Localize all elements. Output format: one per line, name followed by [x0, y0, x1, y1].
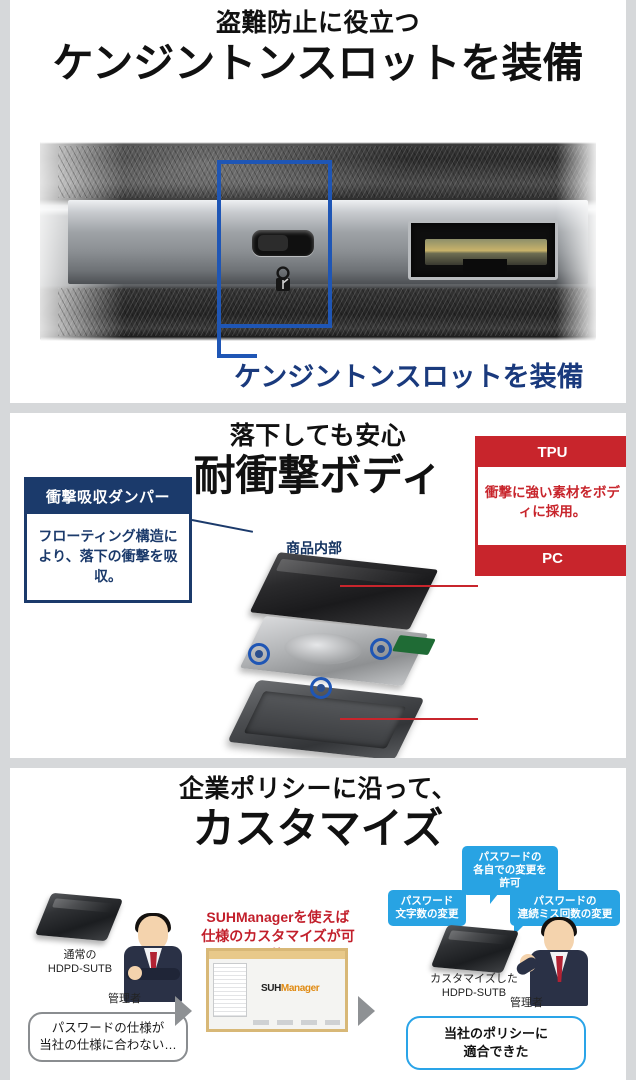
- section-customize: 企業ポリシーに沿って、 カスタマイズ 通常の HDPD-SUTB 管理者 パスワ…: [10, 768, 626, 1080]
- hdd-customized-image: [430, 924, 520, 974]
- tag-password-length: パスワード 文字数の変更: [388, 890, 466, 935]
- person-tie: [556, 956, 563, 982]
- tag-tail-right: [514, 925, 524, 935]
- admin-person-worried: [122, 913, 184, 1002]
- hdd-customized-caption-line1: カスタマイズした: [430, 973, 518, 985]
- flow-arrow-1: [175, 996, 192, 1026]
- red-connector-line-pc: [340, 718, 478, 720]
- kensington-lock-icon: [272, 266, 294, 294]
- suhmanager-headline-line1: SUHManagerを使えば: [206, 909, 350, 925]
- material-callout-footer-pc: PC: [478, 545, 626, 573]
- material-callout-body: 衝撃に強い素材をボディに採用。: [485, 485, 620, 519]
- usb-port-notch: [463, 259, 507, 275]
- admin-label-right: 管理者: [510, 997, 543, 1009]
- blue-connector-line: [191, 519, 254, 533]
- screenshot-statusbar: [253, 1020, 340, 1025]
- device-side-photo: [40, 138, 596, 343]
- app-logo-suffix: Manager: [280, 983, 320, 994]
- section-shockproof: 落下しても安心 耐衝撃ボディ 商品内部 衝撃吸収ダンパー フローティング構造によ…: [10, 413, 626, 758]
- tag-allow-user-change: パスワードの 各自での変更を許可: [462, 846, 558, 904]
- hdd-standard-caption: 通常の HDPD-SUTB: [30, 948, 130, 976]
- admin-label-left: 管理者: [108, 993, 141, 1005]
- material-callout-header-tpu: TPU: [478, 439, 626, 467]
- kensington-highlight-box: [217, 160, 332, 328]
- hdd-customized-caption-line2: HDPD-SUTB: [441, 987, 507, 999]
- person-head: [138, 916, 168, 950]
- section3-heading: 企業ポリシーに沿って、 カスタマイズ: [10, 774, 626, 854]
- hdd-standard-caption-line2: HDPD-SUTB: [47, 963, 113, 975]
- tag-retry-count-line2: 連続ミス回数の変更: [517, 908, 613, 920]
- flow-arrow-2: [358, 996, 375, 1026]
- person-head: [544, 920, 574, 954]
- app-logo-prefix: SUH: [261, 983, 281, 994]
- tag-password-length-line1: パスワード: [400, 895, 454, 907]
- admin-person-happy: [514, 917, 590, 1006]
- tag-retry-count: パスワードの 連続ミス回数の変更: [510, 890, 620, 935]
- speech-bubble-problem: パスワードの仕様が 当社の仕様に合わない…: [28, 1012, 188, 1062]
- speech-bubble-problem-line2: 当社の仕様に合わない…: [39, 1038, 177, 1052]
- kensington-slot: [252, 230, 314, 256]
- kensington-slot-inner: [258, 235, 288, 251]
- section2-heading: 落下しても安心 耐衝撃ボディ: [10, 421, 626, 501]
- material-callout-box: TPU 衝撃に強い素材をボディに採用。 PC: [475, 436, 626, 576]
- drive-pcb: [391, 635, 436, 656]
- person-tie: [150, 952, 157, 978]
- hdd-customized-caption: カスタマイズした HDPD-SUTB: [414, 972, 534, 1000]
- tag-retry-count-line1: パスワードの: [533, 895, 597, 907]
- section3-title: カスタマイズ: [192, 805, 444, 852]
- screenshot-tree-panel: [213, 963, 247, 1017]
- speech-bubble-problem-line1: パスワードの仕様が: [51, 1021, 165, 1035]
- kensington-callout-label: ケンジントンスロットを装備: [234, 362, 584, 392]
- tag-password-length-line2: 文字数の変更: [395, 908, 459, 920]
- damper-callout-header: 衝撃吸収ダンパー: [27, 480, 189, 514]
- section1-title: ケンジントンスロットを装備: [52, 40, 584, 86]
- damper-callout-box: 衝撃吸収ダンパー フローティング構造により、落下の衝撃を吸収。: [24, 477, 192, 603]
- section3-subtitle: 企業ポリシーに沿って、: [178, 775, 457, 803]
- tag-tail-top: [490, 894, 498, 904]
- damper-highlight-left: [248, 643, 270, 665]
- hdd-standard-caption-line1: 通常の: [63, 949, 97, 961]
- red-connector-line-tpu: [340, 585, 478, 587]
- damper-highlight-right: [370, 638, 392, 660]
- suhmanager-screenshot: SUHManager: [206, 948, 348, 1032]
- diagram-label-inside: 商品内部: [286, 540, 342, 556]
- speech-bubble-solved: 当社のポリシーに 適合できた: [406, 1016, 586, 1070]
- section2-subtitle: 落下しても安心: [229, 422, 407, 450]
- section1-subtitle: 盗難防止に役立つ: [215, 9, 420, 37]
- drive-platter: [277, 629, 369, 668]
- tag-allow-user-change-line1: パスワードの: [478, 851, 542, 863]
- callout-leader-line: [217, 328, 277, 403]
- damper-highlight-bottom: [310, 677, 332, 699]
- screenshot-titlebar: [209, 951, 345, 959]
- hdd-standard-image: [34, 892, 124, 942]
- speech-bubble-solved-line1: 当社のポリシーに: [443, 1026, 548, 1041]
- speech-bubble-solved-line2: 適合できた: [463, 1044, 529, 1059]
- section2-title: 耐衝撃ボディ: [193, 452, 443, 499]
- damper-callout-body: フローティング構造により、落下の衝撃を吸収。: [38, 528, 178, 584]
- tag-allow-user-change-line2: 各自での変更を許可: [473, 864, 547, 889]
- person-hand-left: [128, 966, 142, 980]
- section1-heading: 盗難防止に役立つ ケンジントンスロットを装備: [10, 8, 626, 88]
- section-kensington: 盗難防止に役立つ ケンジントンスロットを装備: [10, 0, 626, 403]
- screenshot-app-logo: SUHManager: [261, 983, 320, 994]
- usb-port: [408, 220, 558, 280]
